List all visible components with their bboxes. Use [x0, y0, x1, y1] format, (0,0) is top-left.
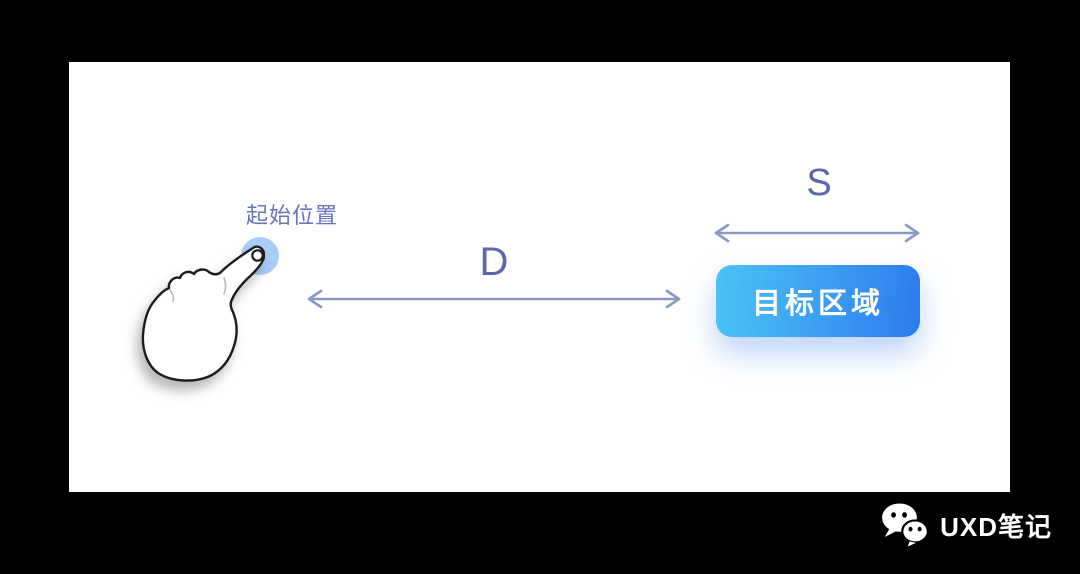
- diagram-canvas: 起始位置 D S 目标区域: [69, 62, 1010, 492]
- distance-arrow: [307, 289, 681, 309]
- wechat-icon: [882, 503, 930, 547]
- target-area-label: 目标区域: [751, 288, 884, 320]
- watermark: UXD笔记: [880, 502, 1052, 548]
- start-position-label: 起始位置: [245, 203, 338, 228]
- target-width-arrow: [714, 223, 920, 243]
- target-area-button[interactable]: 目标区域: [716, 265, 920, 337]
- distance-label: D: [479, 240, 509, 284]
- watermark-brand-text: UXD笔记: [940, 511, 1052, 542]
- target-width-label: S: [806, 162, 832, 204]
- pointing-hand-icon: [141, 245, 265, 382]
